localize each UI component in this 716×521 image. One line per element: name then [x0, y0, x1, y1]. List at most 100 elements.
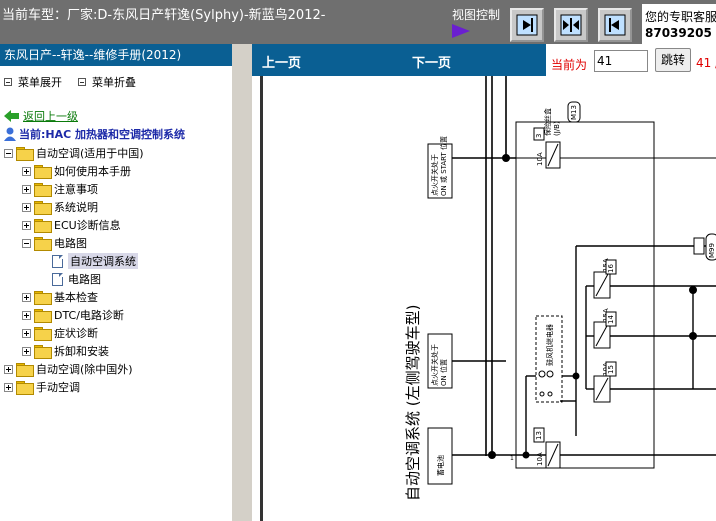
collapse-all-button[interactable]: 菜单折叠 [78, 74, 136, 90]
tree-item-label: ECU诊断信息 [54, 219, 121, 232]
tree-item-label: 如何使用本手册 [54, 165, 131, 178]
tree-item[interactable]: 基本检查 [0, 288, 232, 306]
hide-left-panel-button[interactable] [598, 8, 632, 42]
total-pages: 41 / [696, 56, 716, 70]
expand-node-icon[interactable] [22, 292, 31, 302]
tree-item[interactable]: 自动空调(适用于中国) [0, 144, 232, 162]
svg-text:16: 16 [607, 264, 615, 273]
folder-icon [34, 219, 52, 233]
expand-node-icon[interactable] [22, 202, 31, 212]
manual-title: 东风日产--轩逸--维修手册(2012) [0, 44, 232, 66]
expand-node-icon[interactable] [4, 382, 13, 392]
ignition-on-label: 点火开关处于ON 位置 [430, 344, 448, 386]
page-jump-box: 当前为 跳转 41 / [546, 44, 716, 76]
tree-item[interactable]: 电路图 [0, 270, 232, 288]
ignition-on-box [427, 333, 453, 389]
current-vehicle-title: 当前车型：厂家:D-东风日产轩逸(Sylphy)-新蓝鸟2012- [2, 8, 326, 23]
tree-item-label: 系统说明 [54, 201, 98, 214]
fuse-10a-15: 10A 15 [593, 361, 617, 403]
jump-button[interactable]: 跳转 [655, 48, 691, 72]
folder-icon [34, 165, 52, 179]
folder-icon [34, 183, 52, 197]
folder-icon [16, 147, 34, 161]
tree-item-label: 症状诊断 [54, 327, 98, 340]
current-section: 当前:HAC 加热器和空调控制系统 [4, 126, 185, 142]
expand-node-icon[interactable] [22, 184, 31, 194]
panel-splitter[interactable] [232, 44, 252, 521]
tree-item-label: 基本检查 [54, 291, 98, 304]
current-section-label: 当前:HAC 加热器和空调控制系统 [19, 128, 186, 141]
expand-node-icon[interactable] [22, 166, 31, 176]
folder-icon [16, 381, 34, 395]
folder-icon [16, 363, 34, 377]
fuse-block-code: M13 [570, 105, 578, 120]
tree-item[interactable]: 手动空调 [0, 378, 232, 396]
document-icon [52, 272, 63, 286]
svg-text:10A: 10A [536, 152, 544, 166]
expand-node-icon[interactable] [22, 328, 31, 338]
blower-relay-label: 鼓风机继电器 [545, 324, 554, 366]
prev-page-button[interactable]: 上一页 [262, 56, 302, 71]
tree-item[interactable]: ECU诊断信息 [0, 216, 232, 234]
tree-item[interactable]: 自动空调(除中国外) [0, 360, 232, 378]
next-page-button[interactable]: 下一页 [412, 56, 452, 71]
fuse-10a-13: 10A 13 [533, 427, 561, 469]
tree-item-label: 拆卸和安装 [54, 345, 109, 358]
collapse-node-icon[interactable] [22, 238, 31, 248]
show-left-panel-button[interactable] [510, 8, 544, 42]
junction-dot [689, 286, 697, 294]
diagram-viewer: 自动空调系统 (左侧驾驶车型) 点火开关处于ON 或 START 位置 点火开关… [252, 76, 716, 521]
expand-node-icon[interactable] [22, 310, 31, 320]
tree-item-label: 电路图 [54, 237, 87, 250]
split-view-button[interactable] [554, 8, 588, 42]
expand-all-button[interactable]: 菜单展开 [4, 74, 62, 90]
collapse-icon [78, 78, 86, 86]
tree-item[interactable]: DTC/电路诊断 [0, 306, 232, 324]
expand-icon [4, 78, 12, 86]
back-link-label: 返回上一级 [23, 110, 78, 123]
expand-node-icon[interactable] [22, 346, 31, 356]
tree-item[interactable]: 如何使用本手册 [0, 162, 232, 180]
blower-relay [535, 315, 563, 403]
tree-item[interactable]: 自动空调系统 [0, 252, 232, 270]
collapse-all-label: 菜单折叠 [92, 76, 136, 89]
tree-item[interactable]: 注意事项 [0, 180, 232, 198]
tree-item-label: 电路图 [68, 273, 101, 286]
fuse-15a-16: 15A 16 [593, 258, 617, 299]
tree-item-label: DTC/电路诊断 [54, 309, 124, 322]
fuse-block-frame [515, 121, 655, 469]
expand-node-icon[interactable] [22, 220, 31, 230]
page-number-input[interactable] [594, 50, 648, 72]
expand-node-icon[interactable] [4, 364, 13, 374]
view-control-label: 视图控制 [452, 8, 501, 22]
fuse-block-label: 保险丝盒(J/B) [543, 108, 561, 136]
junction-dot [502, 154, 510, 162]
connector-m99-label: M99 [708, 243, 716, 258]
collapse-node-icon[interactable] [4, 148, 13, 158]
manual-tree-panel: 东风日产--轩逸--维修手册(2012) 菜单展开 菜单折叠 返回上一级 当前:… [0, 44, 232, 521]
split-view-icon [560, 14, 582, 36]
top-bar: 当前车型：厂家:D-东风日产轩逸(Sylphy)-新蓝鸟2012- 视图控制 您… [0, 0, 716, 44]
svg-text:13: 13 [535, 431, 543, 440]
customer-service-number: 87039205 [645, 26, 712, 40]
back-link[interactable]: 返回上一级 [4, 108, 78, 124]
customer-service-box: 您的专职客服 87039205 [642, 4, 716, 44]
tree-item[interactable]: 系统说明 [0, 198, 232, 216]
folder-icon [34, 291, 52, 305]
folder-icon [34, 327, 52, 341]
current-page-label: 当前为 [551, 58, 588, 72]
tree-item-label: 自动空调系统 [68, 253, 138, 269]
tree-item[interactable]: 电路图 [0, 234, 232, 252]
user-icon [4, 127, 16, 141]
tree-item-label: 注意事项 [54, 183, 98, 196]
back-arrow-icon [4, 110, 19, 122]
tree-item[interactable]: 拆卸和安装 [0, 342, 232, 360]
view-control-arrow-icon [452, 24, 470, 38]
tree-item-label: 自动空调(除中国外) [36, 363, 133, 376]
pin-1-label: 1 [510, 455, 514, 462]
junction-dot [689, 332, 697, 340]
battery-label: 蓄电池 [436, 455, 445, 476]
tree-item[interactable]: 症状诊断 [0, 324, 232, 342]
svg-text:10A: 10A [536, 452, 544, 466]
